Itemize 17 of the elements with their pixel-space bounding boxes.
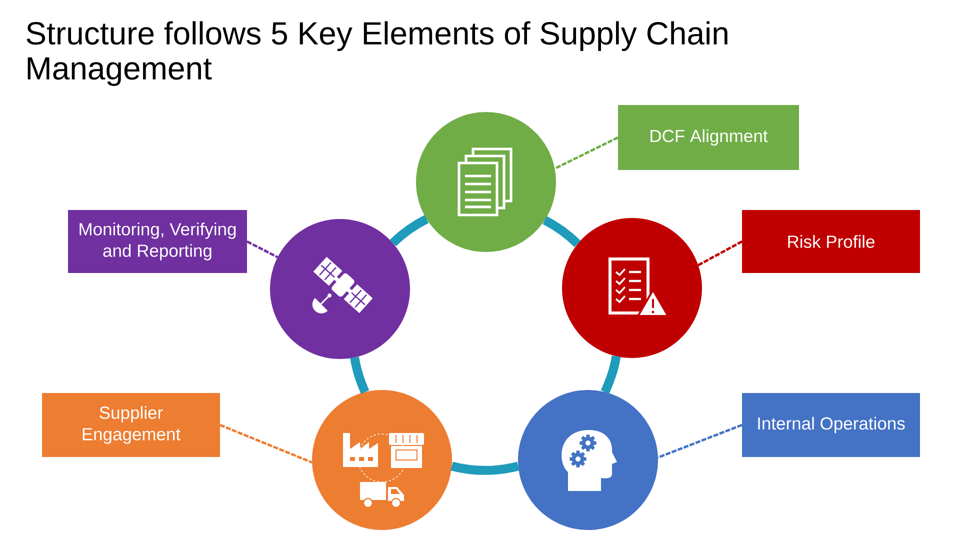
leader-line [246, 240, 278, 258]
leader-line [220, 424, 312, 464]
ring-segment [542, 216, 581, 248]
element-circle [270, 219, 410, 359]
leader-line [554, 136, 619, 170]
label-box: Internal Operations [742, 392, 920, 457]
label-box: DCF Alignment [618, 104, 799, 170]
leader-line [698, 240, 743, 266]
title: Structure follows 5 Key Elements of Supply Chain Management [26, 21, 728, 86]
ring-segment [450, 462, 520, 475]
label-box: Supplier Engagement [42, 392, 220, 457]
leader-line [658, 424, 742, 459]
label-box: Monitoring, Verifying and Reporting [68, 210, 247, 273]
label-box: Risk Profile [742, 210, 920, 273]
ring-segment [390, 215, 429, 246]
ring-segment [600, 356, 621, 394]
ring-segment [350, 356, 370, 394]
